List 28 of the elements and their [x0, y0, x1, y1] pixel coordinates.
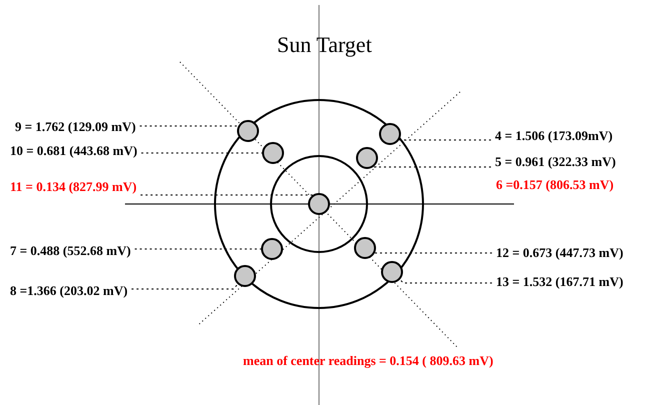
title: Sun Target [277, 32, 372, 58]
sensor-circle [234, 265, 256, 287]
leader-line [399, 279, 492, 284]
sensor-circle [354, 237, 376, 259]
leader-line [140, 152, 262, 154]
reading-label: 11 = 0.134 (827.99 mV) [10, 179, 137, 194]
sensor-circle [381, 261, 403, 283]
sensor-circle [308, 193, 330, 215]
reading-label: 5 = 0.961 (322.33 mV) [495, 154, 616, 169]
reading-label: 7 = 0.488 (552.68 mV) [10, 243, 131, 258]
note-text: mean of center readings = 0.154 ( 809.63 mV) [243, 353, 494, 368]
reading-label: 12 = 0.673 (447.73 mV) [496, 245, 624, 260]
leader-line [140, 194, 314, 196]
sensor-circle [262, 142, 284, 164]
sensor-circle [356, 147, 378, 169]
leader-line [374, 252, 492, 254]
sensor-circle [237, 120, 259, 142]
reading-label: 10 = 0.681 (443.68 mV) [10, 143, 138, 158]
sensor-circle [261, 238, 283, 260]
reading-label: 8 =1.366 (203.02 mV) [10, 283, 128, 298]
leader-line [134, 248, 262, 250]
reading-label: 9 = 1.762 (129.09 mV) [15, 119, 136, 134]
reading-label: 6 =0.157 (806.53 mV) [496, 177, 614, 192]
leader-line [131, 284, 238, 290]
reading-label: 13 = 1.532 (167.71 mV) [496, 274, 624, 289]
sensor-circle [379, 123, 401, 145]
reading-label: 4 = 1.506 (173.09mV) [495, 128, 613, 143]
leader-line [372, 166, 492, 168]
